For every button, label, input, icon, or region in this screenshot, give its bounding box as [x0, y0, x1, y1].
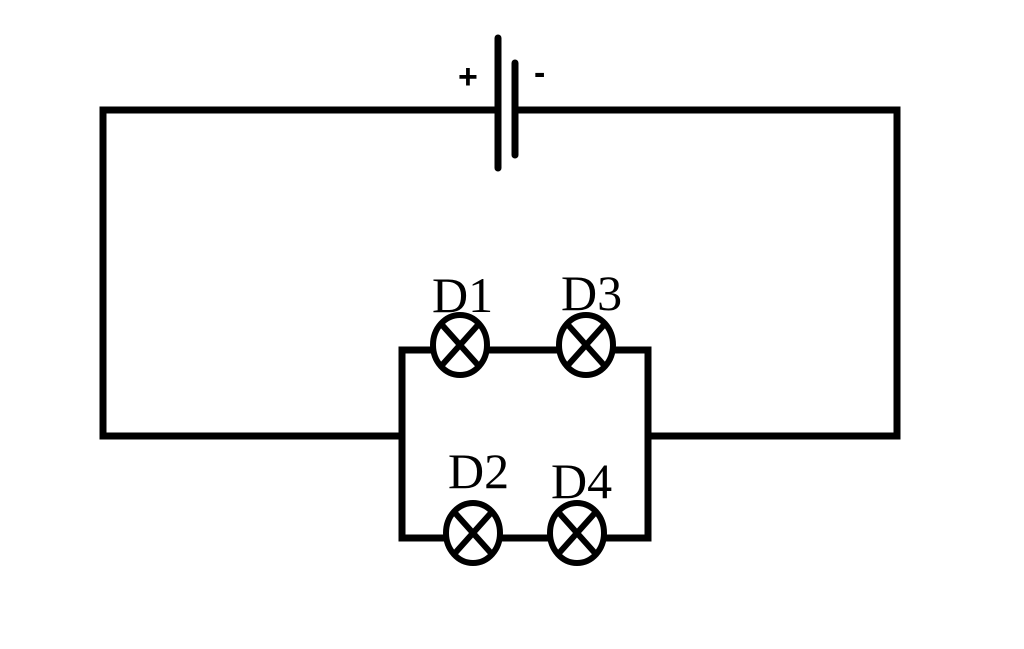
lamp-d3: D3 [556, 265, 622, 378]
lamp-cross-icon [453, 511, 493, 555]
lamp-label: D3 [561, 265, 622, 321]
battery-minus-label: - [534, 54, 545, 92]
wire-top-left [99, 106, 502, 440]
battery-plus-label: + [458, 58, 478, 96]
lamp-d4: D4 [547, 453, 612, 566]
lamp-d1: D1 [430, 267, 493, 378]
lamp-cross-icon [557, 511, 597, 555]
lamp-cross-icon [566, 323, 606, 367]
lamp-label: D1 [432, 267, 493, 323]
wire-top-right [511, 106, 901, 440]
lamp-label: D4 [551, 453, 612, 509]
lamp-cross-icon [440, 323, 480, 367]
battery: + - [458, 34, 545, 172]
lamp-d2: D2 [443, 443, 509, 566]
lamp-label: D2 [448, 443, 509, 499]
